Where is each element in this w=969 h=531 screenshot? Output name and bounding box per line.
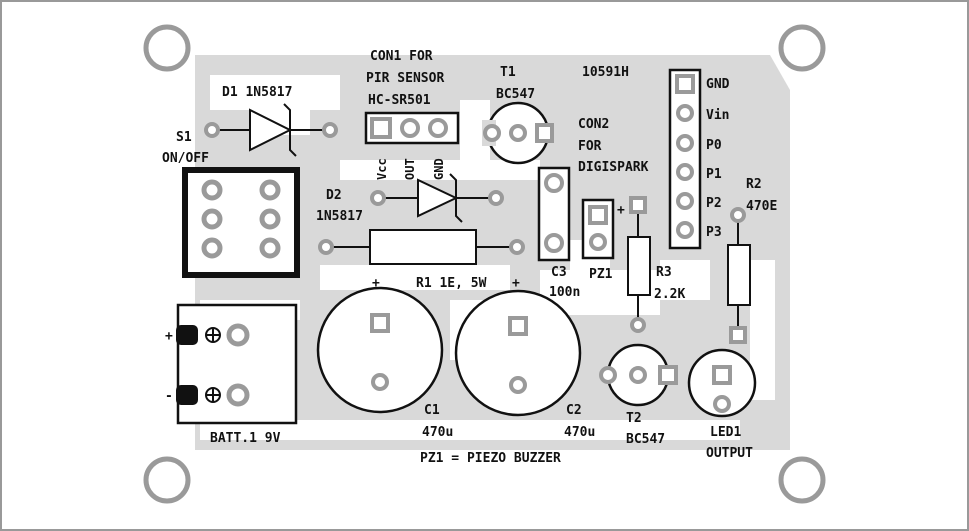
r1-label: R1 1E, 5W [416,276,487,291]
batt-plus: + [165,329,173,344]
mounting-hole [143,24,191,72]
t1-label: T1 [500,65,516,80]
c1-label: C1 [424,403,440,418]
pz1-label: PZ1 [589,267,613,282]
transistor-t2 [599,343,678,407]
t2-type: BC547 [626,432,665,447]
battery-connector [176,303,298,425]
t1-type: BC547 [496,87,535,102]
batt-minus: - [165,389,173,404]
resistor-r3 [627,196,651,333]
c3-label: C3 [551,265,567,280]
pz1-plus: + [617,203,625,218]
batt-label: BATT.1 9V [210,431,281,446]
con2-label: CON2 [578,117,609,132]
piezo-pz1 [581,198,615,260]
con1-label: CON1 FOR [370,49,433,64]
con2-label-line3: DIGISPARK [578,160,649,175]
con2-header [668,68,702,250]
c2-plus: + [512,276,520,291]
con1-label-line3: HC-SR501 [368,93,431,108]
con2-pin-p2: P2 [706,196,722,211]
s1-label-line2: ON/OFF [162,151,209,166]
capacitor-c3 [537,166,571,262]
c2-label: C2 [566,403,582,418]
capacitor-c2 [454,289,582,417]
con1-header [364,111,460,145]
s1-label: S1 [176,130,192,145]
mounting-holes [143,24,826,504]
capacitor-c1 [316,286,444,414]
diode-d1 [204,103,338,157]
diode-d2 [370,173,504,223]
resistor-r1 [318,229,525,265]
c2-value: 470u [564,425,595,440]
r2-value: 470E [746,199,777,214]
con2-label-line2: FOR [578,139,602,154]
board-number: 10591H [582,65,629,80]
r2-label: R2 [746,177,762,192]
legend-text: PZ1 = PIEZO BUZZER [420,451,561,466]
led1-label-line2: OUTPUT [706,446,753,461]
con1-label-line2: PIR SENSOR [366,71,444,86]
r3-label: R3 [656,265,672,280]
con2-pin-vin: Vin [706,108,729,123]
con2-pin-p0: P0 [706,138,722,153]
con2-pin-gnd: GND [706,77,730,92]
led1-label: LED1 [710,425,741,440]
t2-label: T2 [626,411,642,426]
d2-type: 1N5817 [316,209,363,224]
c3-value: 100n [549,285,580,300]
switch-s1 [182,167,300,278]
con2-pin-p1: P1 [706,167,722,182]
d2-label: D2 [326,188,342,203]
mounting-hole [778,456,826,504]
mounting-hole [143,456,191,504]
r3-value: 2.2K [654,287,685,302]
d1-label: D1 1N5817 [222,85,292,100]
led1 [687,348,757,418]
c1-plus: + [372,276,380,291]
con1-pin-out: OUT [403,158,417,180]
transistor-t1 [482,101,554,165]
con2-pin-p3: P3 [706,225,722,240]
c1-value: 470u [422,425,453,440]
con1-pin-gnd: GND [432,158,446,180]
mounting-hole [778,24,826,72]
con1-pin-vcc: Vcc [375,158,389,180]
resistor-r2 [727,207,751,344]
